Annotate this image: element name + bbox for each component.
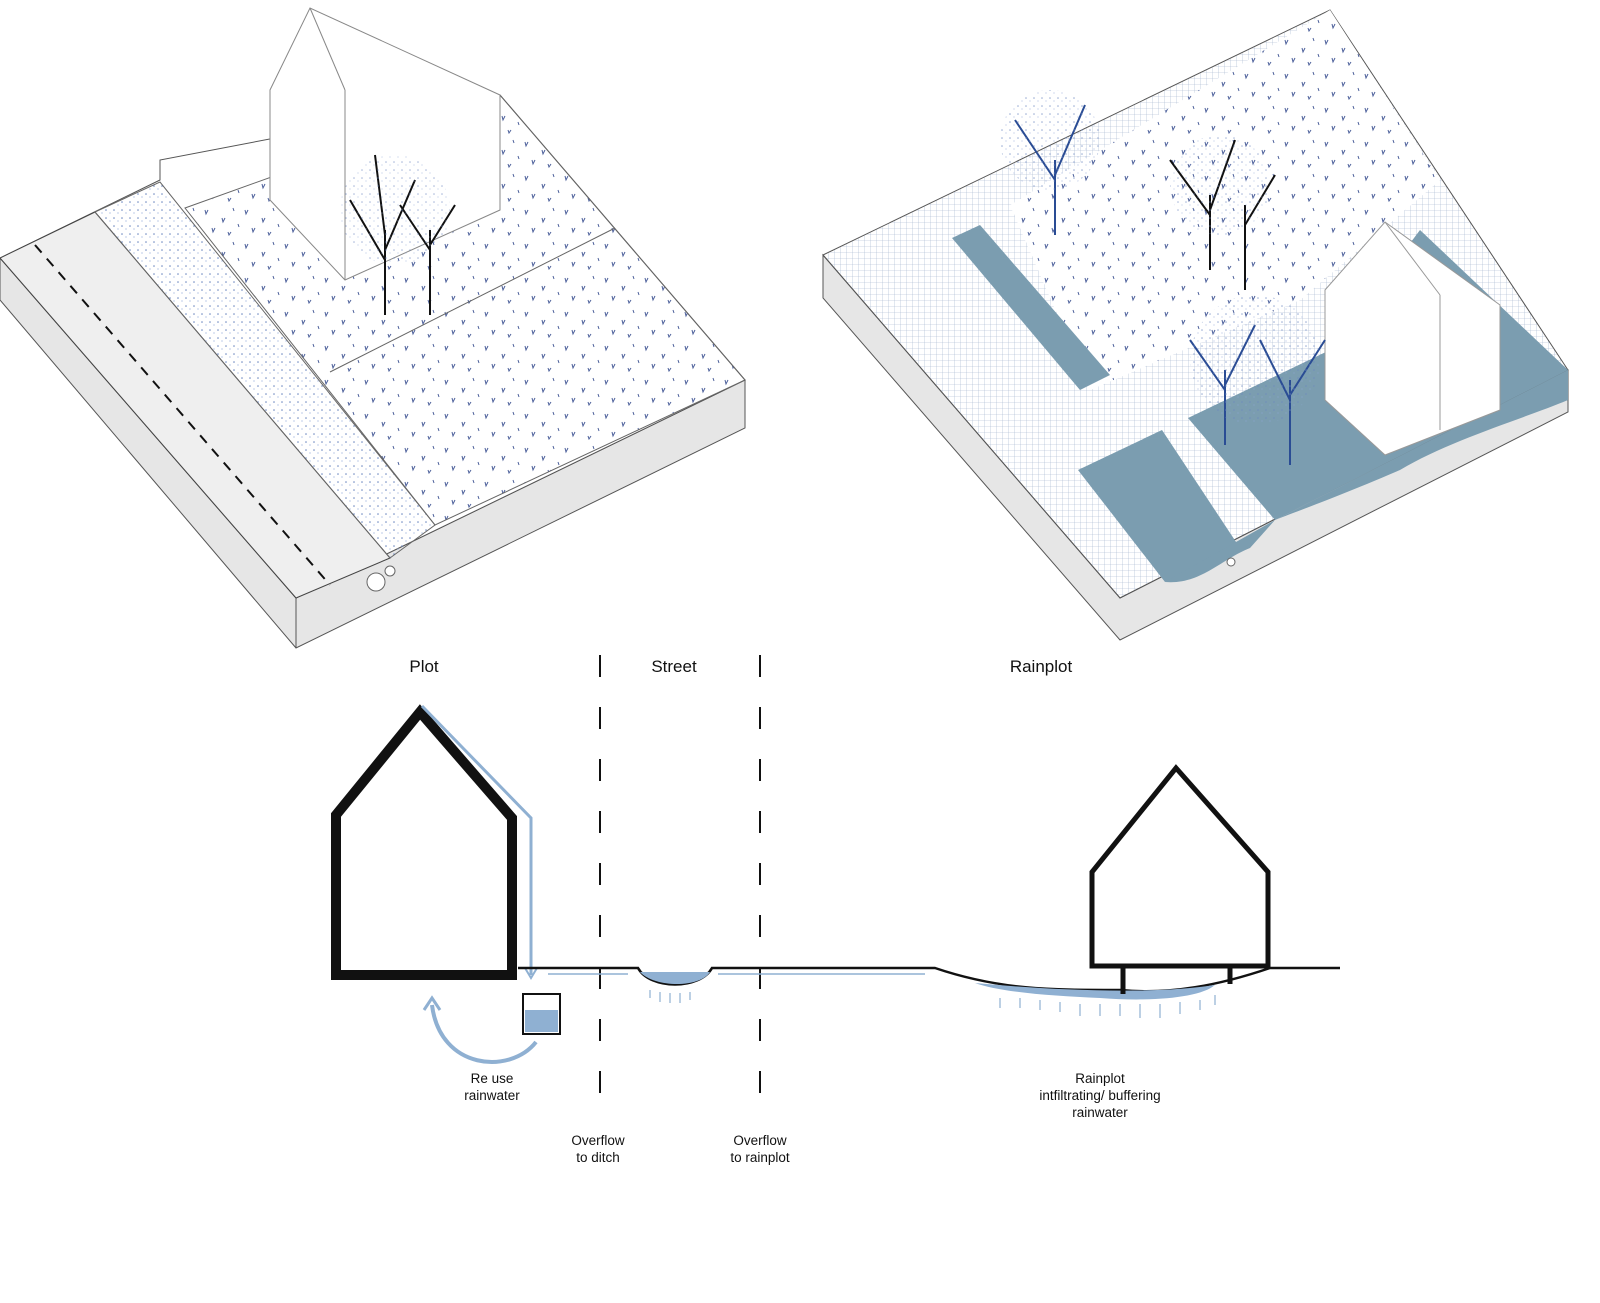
ground-line [518, 966, 1340, 993]
zone-label-street: Street [651, 657, 697, 676]
zone-label-plot: Plot [409, 657, 439, 676]
zone-label-rainplot: Rainplot [1009, 657, 1073, 676]
ditch-water [640, 972, 710, 984]
road-centerline [34, 244, 331, 586]
roof-runoff-arrow [420, 704, 533, 975]
cross-section [331, 655, 1340, 1115]
swale [952, 225, 1110, 390]
zone-divider [599, 655, 761, 1115]
tree-icon [340, 154, 456, 315]
plot-house [331, 704, 517, 980]
existing-situation-block [0, 7, 746, 649]
rainplot-block [822, 9, 1569, 641]
reuse-arrow [430, 1004, 538, 1064]
rain-basin [1078, 430, 1240, 582]
rainplot-water [975, 983, 1215, 1000]
rainplot-house [1089, 764, 1271, 969]
